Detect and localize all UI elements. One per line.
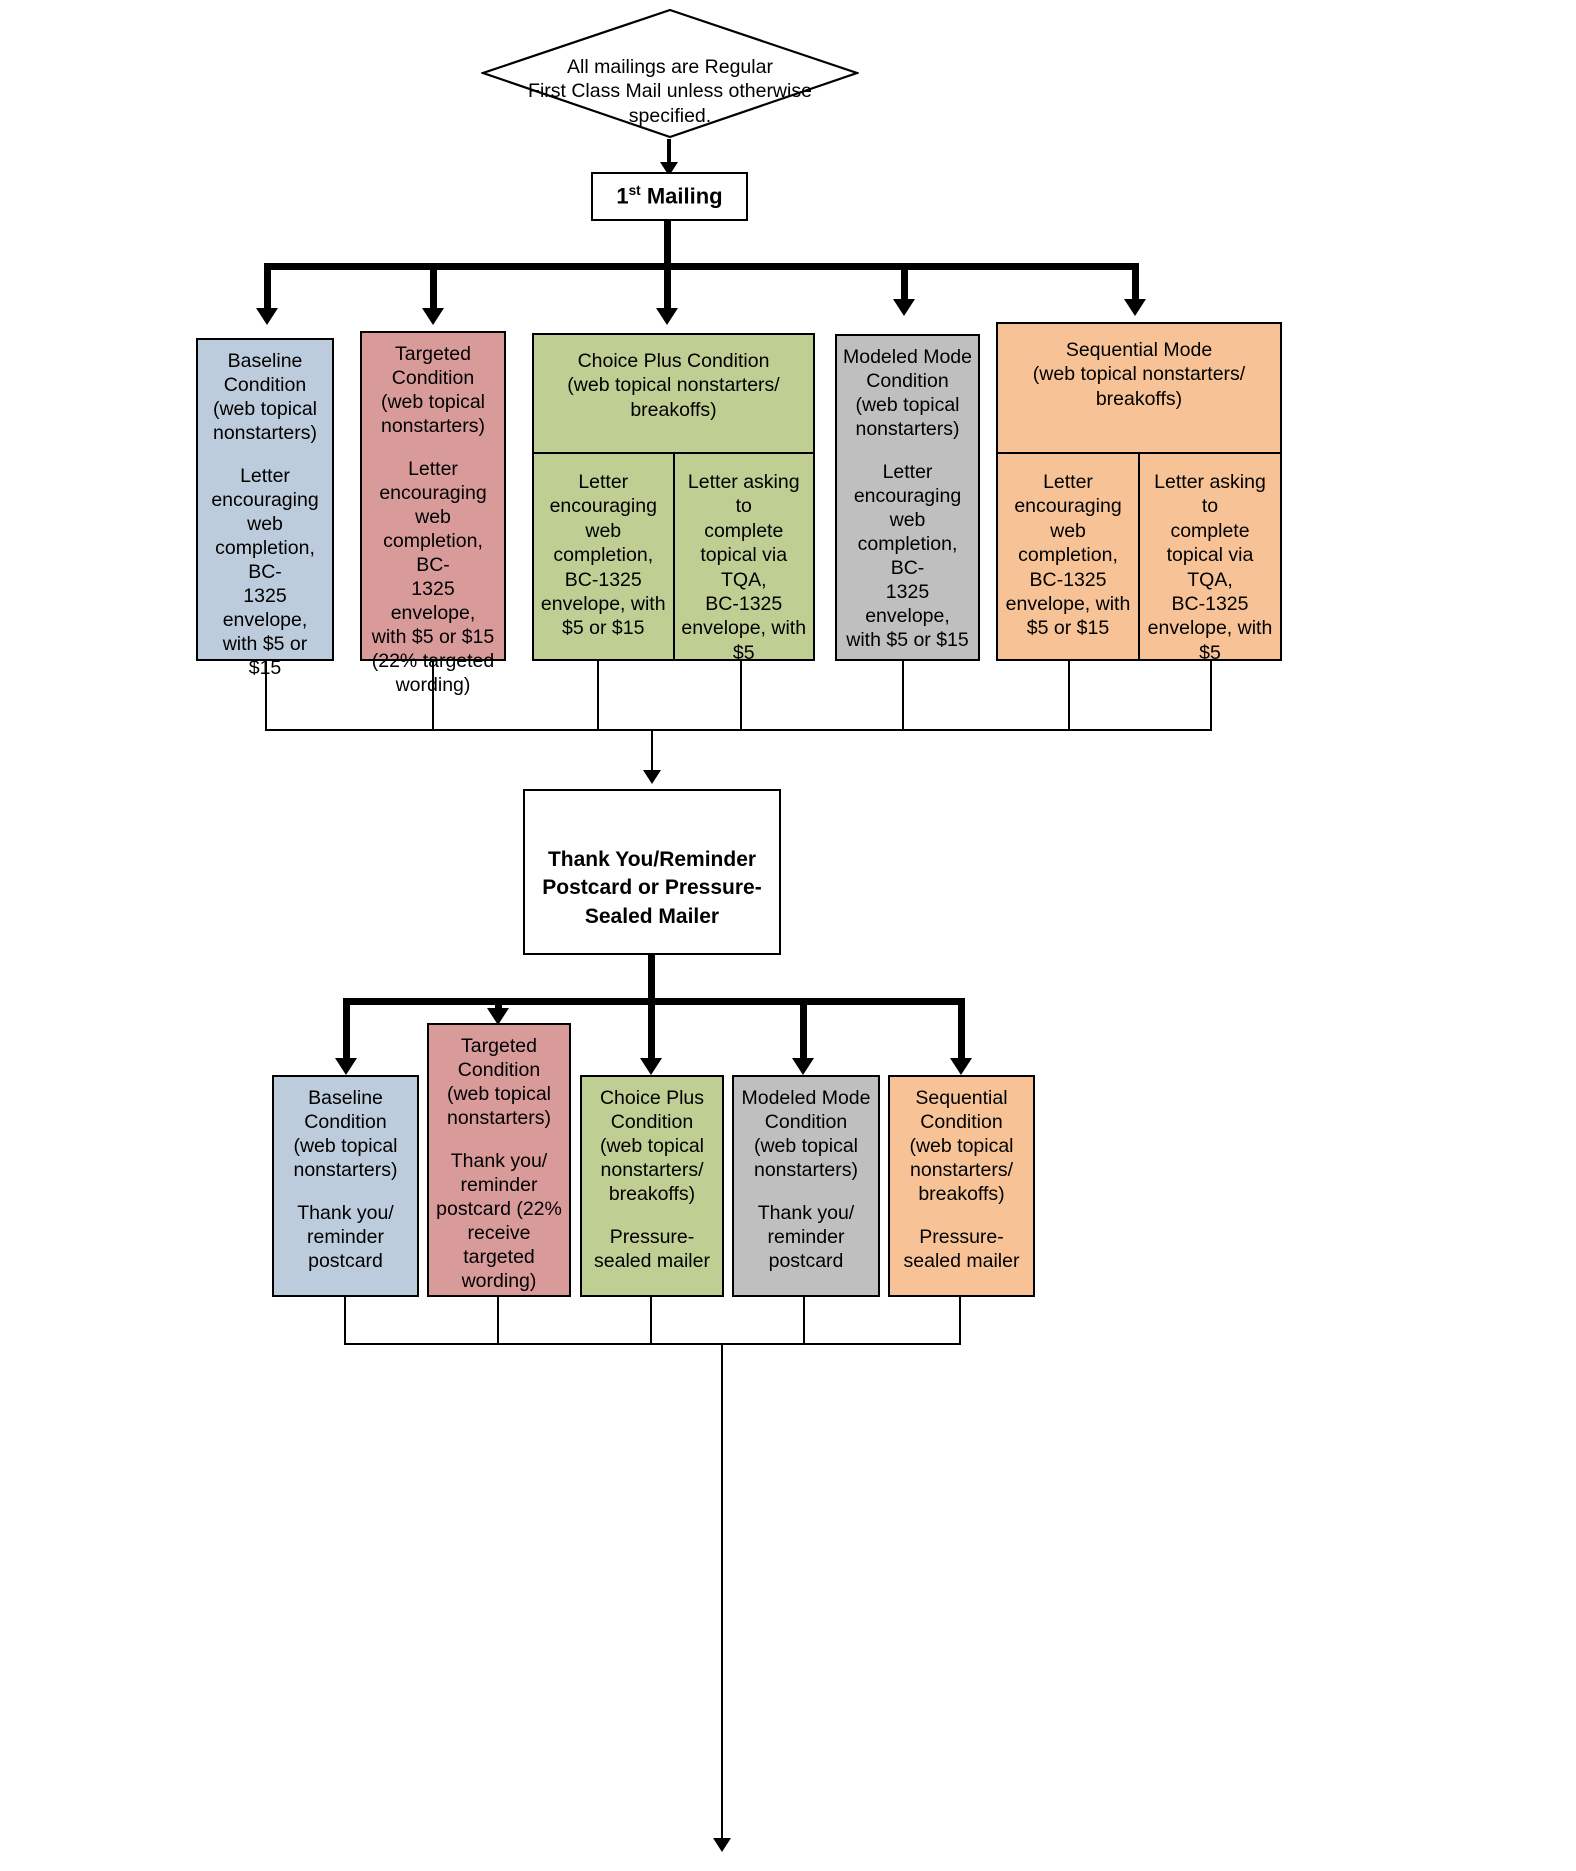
branch2-drop-sequential xyxy=(958,998,965,1060)
stage2-node-baseline-title: Baseline Condition (web topical nonstart… xyxy=(293,1087,398,1181)
stage2-node-modeled-mode-body: Thank you/ reminder postcard xyxy=(757,1202,855,1273)
branch2-drop-choice-plus xyxy=(648,998,655,1060)
merge2-stem-choice-plus xyxy=(650,1297,652,1345)
stage1-node-sequential-title: Sequential Mode (web topical nonstarters… xyxy=(1032,339,1246,410)
stage1-node-targeted-body: Letter encouraging web completion, BC- 1… xyxy=(371,458,495,696)
arrowhead-branch2-baseline xyxy=(335,1058,357,1075)
merge2-rail xyxy=(344,1343,961,1345)
stage2-node-baseline[interactable]: Baseline Condition (web topical nonstart… xyxy=(272,1075,419,1297)
stage2-header-box: Thank You/Reminder Postcard or Pressure-… xyxy=(523,789,781,955)
stage2-node-sequential[interactable]: Sequential Condition (web topical nonsta… xyxy=(888,1075,1035,1297)
branch-drop-sequential xyxy=(1132,263,1139,301)
stage1-node-sequential[interactable]: Sequential Mode (web topical nonstarters… xyxy=(996,322,1282,664)
stage1-node-baseline-body: Letter encouraging web completion, BC- 1… xyxy=(211,465,319,679)
connector-diamond-to-mailing xyxy=(667,139,671,164)
stage2-node-choice-plus-body: Pressure- sealed mailer xyxy=(594,1226,710,1273)
merge2-tail-line xyxy=(721,1343,723,1840)
stage1-node-baseline[interactable]: Baseline Condition (web topical nonstart… xyxy=(196,338,334,679)
merge-stem-targeted xyxy=(432,661,434,731)
stage1-node-choice-plus[interactable]: Choice Plus Condition (web topical nonst… xyxy=(532,333,815,664)
bus-stem-stage2 xyxy=(648,955,655,1003)
stage2-node-targeted[interactable]: Targeted Condition (web topical nonstart… xyxy=(427,1023,571,1297)
stage1-node-targeted-title: Targeted Condition (web topical nonstart… xyxy=(380,343,486,437)
stage2-node-choice-plus[interactable]: Choice Plus Condition (web topical nonst… xyxy=(580,1075,724,1297)
stage2-node-sequential-title: Sequential Condition (web topical nonsta… xyxy=(909,1087,1014,1205)
arrowhead-merge2-tail xyxy=(713,1838,731,1852)
branch2-drop-targeted xyxy=(495,998,502,1010)
arrowhead-branch-targeted xyxy=(422,308,444,325)
arrowhead-branch-sequential xyxy=(1124,299,1146,316)
merge-stem-choice-plus-2 xyxy=(740,661,742,731)
merge2-stem-modeled-mode xyxy=(803,1297,805,1345)
arrowhead-branch-baseline xyxy=(256,308,278,325)
branch-drop-modeled-mode xyxy=(901,263,908,301)
stage1-node-baseline-title: Baseline Condition (web topical nonstart… xyxy=(212,350,318,444)
branch-drop-targeted xyxy=(430,263,437,310)
stage1-header-box: 1st Mailing xyxy=(591,172,748,221)
stage2-node-targeted-title: Targeted Condition (web topical nonstart… xyxy=(446,1035,552,1129)
branch-drop-baseline xyxy=(264,263,271,310)
stage2-node-targeted-body: Thank you/ reminder postcard (22% receiv… xyxy=(436,1150,562,1293)
stage1-node-modeled-mode[interactable]: Modeled Mode Condition (web topical nons… xyxy=(835,334,980,661)
stage2-node-modeled-mode-title: Modeled Mode Condition (web topical nons… xyxy=(741,1087,871,1181)
stage1-node-choice-plus-cell-1: Letter encouraging web completion, BC-13… xyxy=(540,471,666,640)
arrowhead-branch2-targeted xyxy=(487,1008,509,1025)
arrowhead-branch-modeled-mode xyxy=(893,299,915,316)
merge-stem-baseline xyxy=(265,661,267,731)
stage1-node-choice-plus-title: Choice Plus Condition (web topical nonst… xyxy=(567,350,780,421)
branch2-drop-modeled-mode xyxy=(800,998,807,1060)
stage1-node-modeled-mode-body: Letter encouraging web completion, BC- 1… xyxy=(846,461,969,652)
note-diamond-text: All mailings are Regular First Class Mai… xyxy=(528,56,812,127)
arrowhead-merge-to-thanks xyxy=(643,770,661,784)
stage1-node-targeted[interactable]: Targeted Condition (web topical nonstart… xyxy=(360,331,506,696)
note-diamond xyxy=(481,8,859,139)
stage1-node-sequential-cell-2: Letter asking to complete topical via TQ… xyxy=(1138,454,1280,664)
arrowhead-branch2-modeled-mode xyxy=(792,1058,814,1075)
stage1-node-sequential-cell-1: Letter encouraging web completion, BC-13… xyxy=(1005,471,1131,640)
stage2-node-modeled-mode[interactable]: Modeled Mode Condition (web topical nons… xyxy=(732,1075,880,1297)
bus-stem-stage1 xyxy=(664,221,671,267)
merge-stem-sequential-2 xyxy=(1210,661,1212,731)
stage1-node-choice-plus-cell-2: Letter asking to complete topical via TQ… xyxy=(672,454,814,664)
arrowhead-branch-choice-plus xyxy=(656,308,678,325)
arrowhead-branch2-choice-plus xyxy=(640,1058,662,1075)
merge-stem-modeled-mode xyxy=(902,661,904,731)
stage2-header-label: Thank You/Reminder Postcard or Pressure-… xyxy=(542,848,762,928)
stage2-node-baseline-body: Thank you/ reminder postcard xyxy=(297,1202,394,1273)
arrowhead-branch2-sequential xyxy=(950,1058,972,1075)
stage1-header-label: 1st Mailing xyxy=(616,183,723,209)
merge2-stem-baseline xyxy=(344,1297,346,1345)
stage2-node-sequential-body: Pressure- sealed mailer xyxy=(903,1226,1020,1273)
stage2-node-choice-plus-title: Choice Plus Condition (web topical nonst… xyxy=(599,1087,705,1205)
merge-drop-to-thanks xyxy=(651,729,653,773)
merge-rail xyxy=(265,729,1212,731)
merge2-stem-targeted xyxy=(497,1297,499,1345)
merge2-stem-sequential xyxy=(959,1297,961,1345)
branch-drop-choice-plus xyxy=(664,263,671,310)
stage1-node-modeled-mode-title: Modeled Mode Condition (web topical nons… xyxy=(843,346,972,440)
branch2-drop-baseline xyxy=(343,998,350,1060)
bus-rail-stage1 xyxy=(264,263,1139,270)
merge-stem-choice-plus-1 xyxy=(597,661,599,731)
merge-stem-sequential-1 xyxy=(1068,661,1070,731)
